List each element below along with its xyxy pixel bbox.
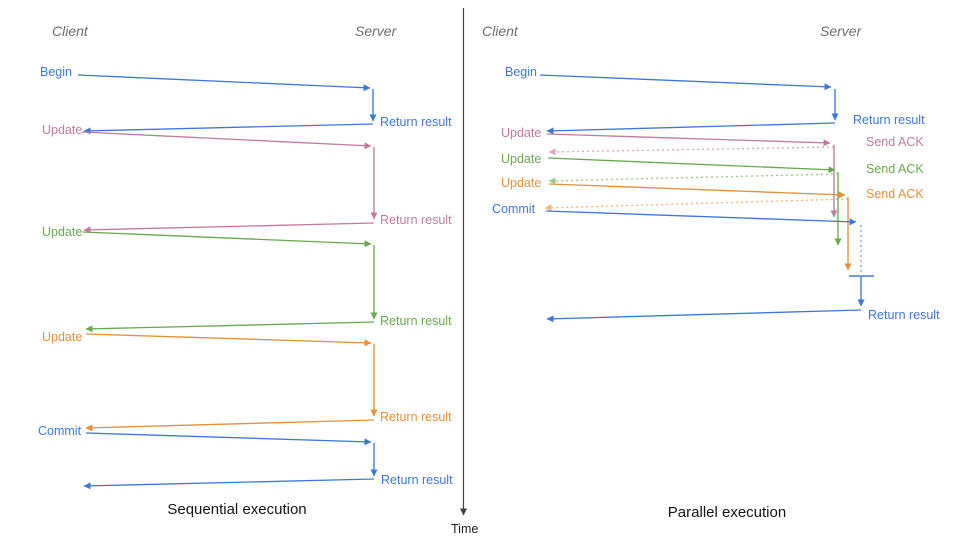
return-result-label: Return result: [853, 113, 925, 127]
request-line-orange-sequential-9: [85, 333, 372, 347]
return-line-pink-sequential-5: [83, 222, 375, 234]
operation-label: Update: [501, 126, 542, 140]
return-line-blue-sequential-2: [83, 123, 374, 135]
ack-line-green-parallel-8: [548, 173, 839, 185]
return-result-label: Return result: [380, 410, 452, 424]
return-line-blue-sequential-14: [83, 478, 375, 490]
request-line-green-parallel-6: [547, 157, 836, 174]
request-line-blue-parallel-12: [545, 210, 857, 226]
panel-title-sequential: Sequential execution: [167, 501, 307, 518]
return-line-green-sequential-8: [85, 321, 375, 333]
operation-label: Update: [42, 330, 83, 344]
operation-label: Update: [501, 176, 542, 190]
return-line-blue-parallel-2: [546, 122, 836, 135]
return-result-label: Return result: [380, 213, 452, 227]
request-line-blue-parallel-0: [539, 74, 832, 91]
send-ack-label: Send ACK: [866, 187, 924, 201]
ack-line-pink-parallel-5: [548, 146, 835, 156]
request-line-pink-parallel-3: [546, 133, 831, 147]
request-line-green-sequential-6: [82, 231, 372, 248]
send-ack-label: Send ACK: [866, 162, 924, 176]
server-header-parallel: Server: [820, 23, 862, 39]
request-line-blue-sequential-0: [77, 74, 371, 92]
request-line-orange-parallel-9: [548, 183, 846, 199]
send-ack-label: Send ACK: [866, 135, 924, 149]
operation-label: Update: [42, 225, 83, 239]
return-result-label: Return result: [381, 473, 453, 487]
operation-label: Commit: [38, 424, 82, 438]
time-axis-label: Time: [451, 522, 479, 536]
return-result-label: Return result: [380, 115, 452, 129]
return-line-orange-sequential-11: [85, 419, 375, 432]
operation-label: Begin: [505, 65, 537, 79]
ack-line-orange-parallel-11: [544, 198, 849, 212]
operation-label: Update: [42, 123, 83, 137]
operation-label: Update: [501, 152, 542, 166]
client-header-parallel: Client: [482, 23, 518, 39]
operation-label: Begin: [40, 65, 72, 79]
panel-title-parallel: Parallel execution: [667, 504, 787, 521]
return-result-label: Return result: [380, 314, 452, 328]
server-header-sequential: Server: [355, 23, 397, 39]
request-line-pink-sequential-3: [81, 131, 372, 150]
operation-label: Commit: [492, 202, 536, 216]
client-header-sequential: Client: [52, 23, 88, 39]
request-line-blue-sequential-12: [85, 432, 372, 446]
return-line-blue-parallel-16: [546, 309, 862, 323]
return-result-label: Return result: [868, 308, 940, 322]
